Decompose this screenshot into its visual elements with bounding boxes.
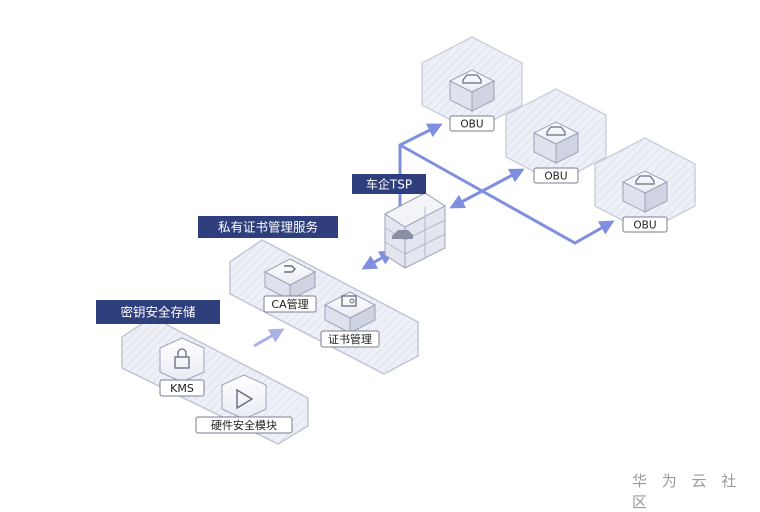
watermark-text: 华 为 云 社 区 [632, 472, 742, 511]
secure-storage-title: 密钥安全存储 [120, 305, 195, 320]
secure-storage-title-tag [96, 300, 220, 324]
certificate-icon [341, 295, 357, 307]
certificate-management-label: 证书管理 [328, 332, 372, 346]
kms-label: KMS [170, 382, 194, 395]
hsm-label: 硬件安全模块 [211, 418, 277, 432]
secure-storage-group: KMS 硬件安全模块 密钥安全存储 [96, 300, 309, 445]
connectors [253, 123, 615, 348]
obu-label-2: OBU [544, 171, 567, 183]
hsm-node: 硬件安全模块 [195, 374, 293, 434]
connector-tsp-obu-right [399, 143, 615, 245]
private-ca-group: CA管理 证书管理 私有证书管理服务 [198, 216, 419, 375]
car-icon [392, 230, 413, 239]
tsp-title: 车企TSP [366, 177, 412, 192]
private-ca-title-tag [198, 216, 338, 238]
obu-node-2: OBU [505, 88, 607, 184]
connector-storage-ca [253, 328, 285, 348]
obu-label-1: OBU [460, 119, 483, 131]
obu-label-3: OBU [633, 220, 656, 232]
obu-node-3: OBU [594, 137, 696, 233]
firewall-icon [384, 192, 446, 269]
lock-icon [174, 348, 190, 369]
wrench-icon [284, 265, 296, 273]
car-icon [462, 74, 482, 84]
ca-management-node: CA管理 [263, 258, 317, 313]
car-icon [546, 126, 566, 136]
ca-management-label: CA管理 [271, 297, 308, 311]
triangle-icon [236, 388, 254, 410]
tsp-group: 车企TSP [352, 174, 446, 269]
car-icon [635, 175, 655, 185]
connector-tsp-obu-middle [449, 168, 525, 209]
connector-tsp-obu-top [398, 123, 443, 207]
tsp-title-tag [352, 174, 426, 194]
obu-node-1: OBU [421, 36, 523, 132]
kms-node: KMS [159, 337, 205, 397]
private-ca-title: 私有证书管理服务 [218, 220, 318, 235]
certificate-management-node: 证书管理 [320, 291, 380, 348]
